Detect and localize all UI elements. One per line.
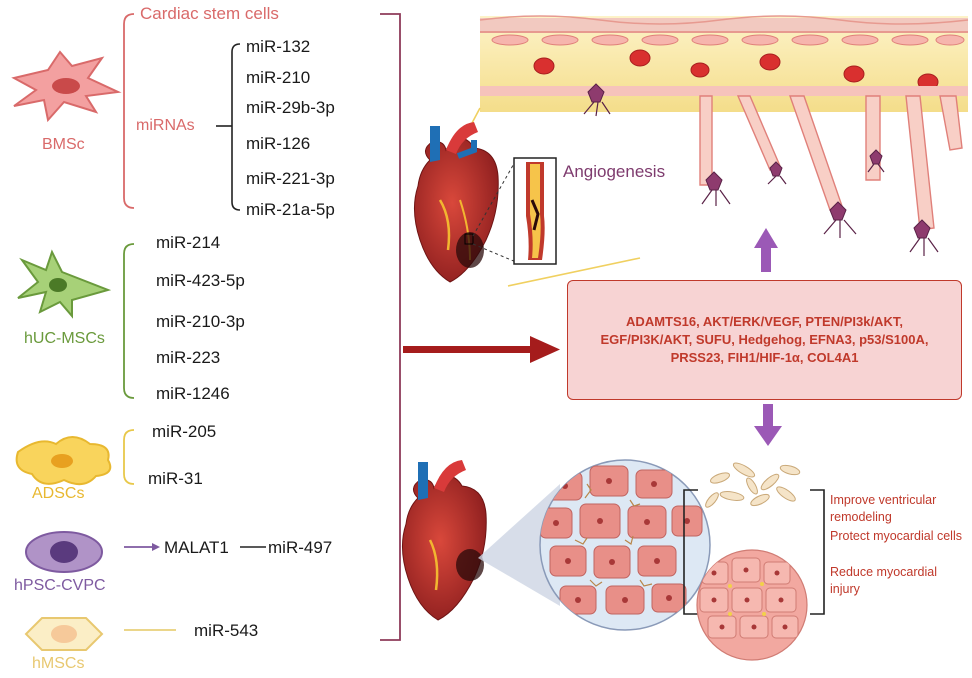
blood-vessel-illustration: [447, 15, 969, 287]
fibroblast-cluster: [705, 462, 801, 508]
outcome-item: Improve ventricular remodeling: [830, 493, 937, 524]
cell-label-hpsc-cvpc: hPSC-CVPC: [14, 577, 106, 594]
adsc-mirna: miR-31: [148, 469, 203, 488]
mir-497-label: miR-497: [268, 538, 333, 557]
outcome-item: Protect myocardial cells: [830, 529, 962, 543]
hmsc-cell-icon: [24, 617, 104, 651]
huc-msc-mirna: miR-210-3p: [156, 312, 245, 331]
mirnas-label: miRNAs: [136, 117, 195, 134]
bmsc-mirna-bracket: [231, 43, 241, 211]
huc-msc-cell-icon: [17, 249, 112, 319]
main-bracket: [380, 13, 401, 641]
myocardial-tissue-circle: [539, 459, 711, 631]
signaling-pathways-text: ADAMTS16, AKT/ERK/VEGF, PTEN/PI3k/AKT, E…: [600, 314, 929, 365]
cell-label-bmsc: BMSc: [42, 136, 85, 153]
huc-msc-mirna: miR-423-5p: [156, 271, 245, 290]
outcome-item: Reduce myocardial injury: [830, 565, 937, 596]
bmsc-cell-icon: [11, 50, 122, 123]
huc-msc-mirna: miR-214: [156, 233, 221, 252]
hpsc-cvpc-cell-icon: [25, 531, 103, 573]
bmsc-bracket: [123, 13, 135, 209]
adsc-mirna: miR-205: [152, 422, 217, 441]
malat1-label: MALAT1: [164, 538, 229, 557]
huc-msc-mirna: miR-1246: [156, 384, 230, 403]
heart-top-icon: [414, 122, 499, 283]
bmsc-mirna: miR-221-3p: [246, 169, 335, 188]
bmsc-mirna: miR-210: [246, 68, 311, 87]
bmsc-mirna: miR-21a-5p: [246, 200, 335, 219]
huc-msc-mirna: miR-223: [156, 348, 221, 367]
cell-label-huc-mscs: hUC-MSCs: [24, 330, 105, 347]
cardiac-stem-cells-label: Cardiac stem cells: [140, 4, 279, 23]
main-arrow: [403, 336, 560, 363]
myocardial-cell-cluster: [696, 549, 808, 661]
cell-label-hmscs: hMSCs: [32, 655, 85, 672]
heart-bottom-icon: [402, 460, 487, 621]
purple-arrow-up: [754, 228, 778, 272]
bmsc-mirna: miR-132: [246, 37, 311, 56]
purple-arrow-down: [754, 404, 782, 446]
bmsc-mirna: miR-126: [246, 134, 311, 153]
bmsc-mirna: miR-29b-3p: [246, 98, 335, 117]
mir-543-label: miR-543: [194, 621, 259, 640]
angiogenesis-label: Angiogenesis: [563, 162, 666, 181]
adsc-cell-icon: [15, 436, 112, 486]
artery-zoom-box: [513, 157, 557, 265]
signaling-pathways-box: ADAMTS16, AKT/ERK/VEGF, PTEN/PI3k/AKT, E…: [567, 280, 962, 400]
cell-label-adscs: ADSCs: [32, 485, 85, 502]
